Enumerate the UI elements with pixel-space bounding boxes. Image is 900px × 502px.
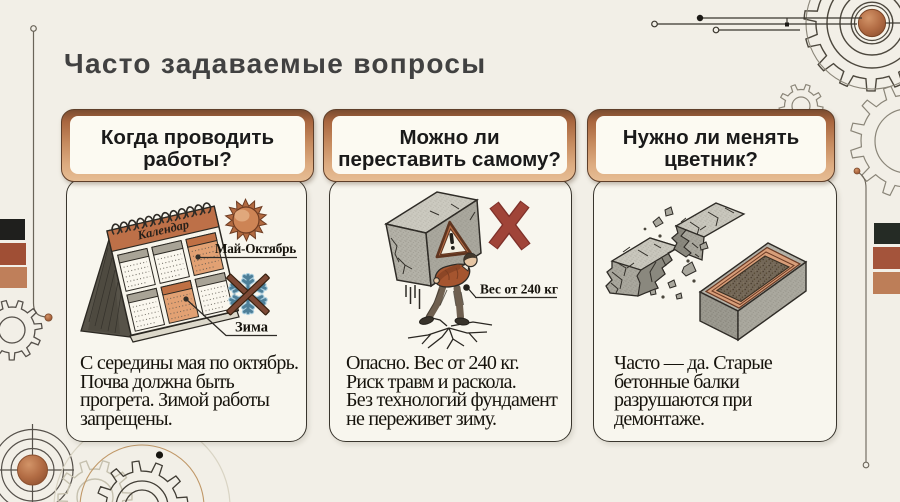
svg-text:Зима: Зима [235,320,269,336]
svg-text:Вес от 240 кг: Вес от 240 кг [480,282,558,297]
svg-text:Май-Октябрь: Май-Октябрь [215,241,296,256]
